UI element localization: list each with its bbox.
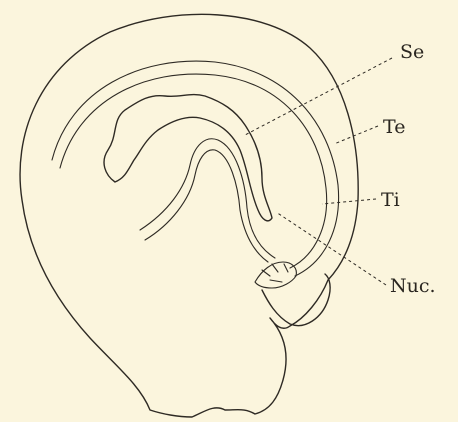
leader-te	[334, 126, 378, 144]
label-se: Se	[400, 41, 424, 63]
inner-integument-outer-line	[140, 139, 275, 258]
label-te: Te	[383, 116, 405, 138]
outer-integument-inner-line	[60, 74, 327, 268]
leader-se	[245, 58, 392, 135]
outer-integument-line	[52, 61, 339, 276]
leader-nuc	[276, 212, 386, 285]
nucellus-apex	[255, 262, 296, 288]
nucellus-cells	[262, 264, 288, 282]
label-ti: Ti	[381, 189, 400, 211]
label-nuc: Nuc.	[390, 275, 436, 297]
ovule-outer-outline	[20, 14, 358, 417]
micropyle-lobe	[262, 274, 330, 326]
inner-integument-line	[145, 150, 268, 262]
leader-ti	[322, 199, 376, 204]
